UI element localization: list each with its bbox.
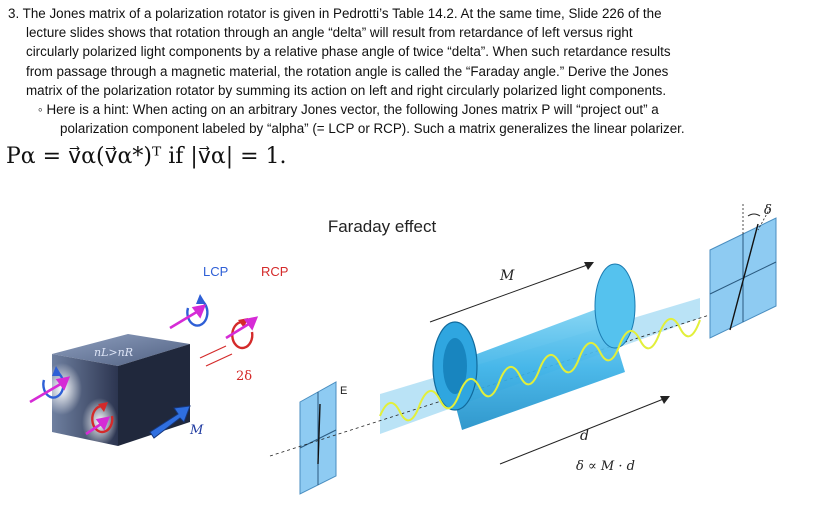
light-wave bbox=[379, 318, 701, 422]
m-arrow bbox=[429, 263, 591, 323]
faraday-figure: Faraday effect nL>nR LCP RCP 2δ bbox=[0, 194, 816, 506]
rotation-delta-label: δ bbox=[764, 203, 772, 218]
projection-formula: Pα = v⃗α(v⃗α*)ᵀ if |v⃗α| = 1. bbox=[6, 144, 287, 169]
hint-line-2: polarization component labeled by “alpha… bbox=[60, 121, 685, 137]
problem-line-1: 3. The Jones matrix of a polarization ro… bbox=[8, 6, 662, 21]
propagation-arrows bbox=[29, 304, 259, 436]
problem-line-2: lecture slides shows that rotation throu… bbox=[26, 25, 633, 41]
length-d-label: d bbox=[580, 428, 589, 444]
index-relation: nL>nR bbox=[94, 346, 133, 359]
problem-statement: 3. The Jones matrix of a polarization ro… bbox=[8, 4, 808, 138]
proportionality-label: δ ∝ M · d bbox=[576, 459, 635, 474]
cylinder-m-label: M bbox=[499, 268, 515, 284]
block-m-label: M bbox=[189, 423, 204, 438]
e-field-label: E bbox=[340, 385, 347, 397]
hint-line-1: ◦ Here is a hint: When acting on an arbi… bbox=[38, 102, 659, 118]
d-arrow bbox=[499, 397, 667, 465]
magnetization-arrow-icon bbox=[149, 405, 191, 439]
figure-title: Faraday effect bbox=[328, 217, 437, 236]
rcp-label: RCP bbox=[261, 264, 288, 279]
faraday-cylinder bbox=[432, 263, 636, 430]
input-polarizer bbox=[299, 381, 337, 495]
two-delta-label: 2δ bbox=[236, 369, 252, 384]
lcp-label: LCP bbox=[203, 264, 228, 279]
problem-line-3: circularly polarized light components by… bbox=[26, 44, 671, 60]
problem-line-5: matrix of the polarization rotator by su… bbox=[26, 82, 667, 98]
output-polarizer bbox=[709, 204, 777, 339]
lcp-circle-left-icon bbox=[42, 366, 65, 399]
problem-line-4: from passage through a magnetic material… bbox=[26, 63, 669, 79]
rcp-circle-left-icon bbox=[91, 402, 114, 434]
retardance-bracket bbox=[199, 345, 233, 367]
